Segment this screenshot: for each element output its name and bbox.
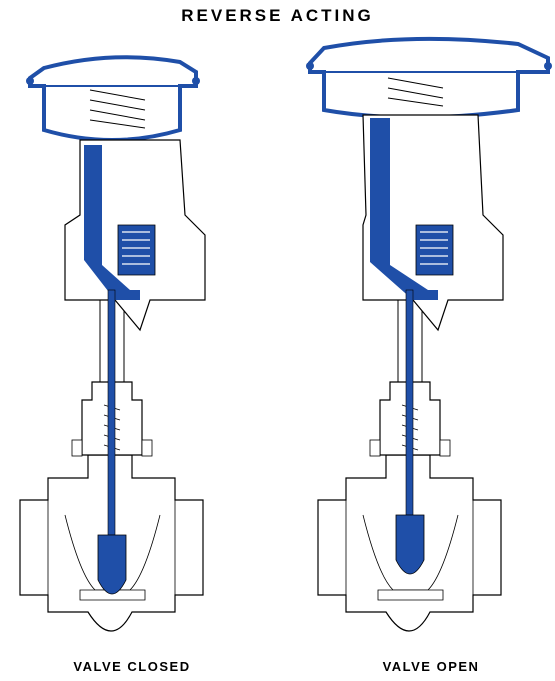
valve-open-drawing xyxy=(306,36,552,632)
valve-closed-drawing xyxy=(19,55,206,632)
caption-valve-closed: VALVE CLOSED xyxy=(73,659,191,674)
caption-valve-open: VALVE OPEN xyxy=(382,659,480,674)
diagram-title: REVERSE ACTING xyxy=(181,6,374,25)
